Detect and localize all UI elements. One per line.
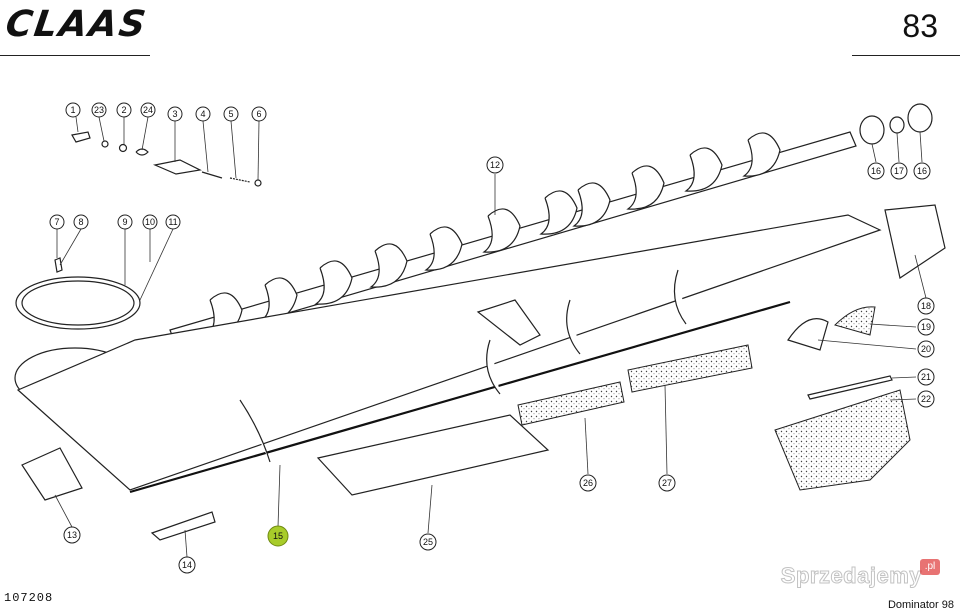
svg-text:9: 9 — [122, 217, 127, 227]
bolt-part-7 — [54, 257, 63, 273]
svg-text:25: 25 — [423, 537, 433, 547]
flange-part-16 — [859, 115, 885, 145]
header-divider — [0, 55, 150, 56]
leader-lines — [54, 116, 927, 558]
svg-text:21: 21 — [921, 372, 931, 382]
svg-text:26: 26 — [583, 478, 593, 488]
nut-part-2 — [118, 143, 128, 153]
svg-text:4: 4 — [200, 109, 205, 119]
callout-15: 15 — [267, 525, 289, 547]
svg-text:27: 27 — [662, 478, 672, 488]
callout-25: 25 — [419, 533, 437, 551]
bearing-part-17 — [889, 116, 905, 134]
callout-16a: 16 — [867, 162, 885, 180]
callout-18: 18 — [917, 297, 935, 315]
svg-text:16: 16 — [871, 166, 881, 176]
svg-text:22: 22 — [921, 394, 931, 404]
end-cover-part-18 — [884, 204, 946, 279]
panel-part-27 — [627, 344, 753, 393]
svg-text:8: 8 — [78, 217, 83, 227]
callout-5: 5 — [223, 106, 239, 122]
chute-part-13 — [21, 447, 83, 501]
svg-text:3: 3 — [172, 109, 177, 119]
callout-3: 3 — [167, 106, 183, 122]
callout-7: 7 — [49, 214, 65, 230]
clip-part-24 — [135, 148, 149, 156]
panel-part-26 — [517, 381, 625, 426]
housing-seam-3 — [566, 299, 581, 355]
callout-14: 14 — [178, 556, 196, 574]
model-name: Dominator 98 — [887, 599, 954, 611]
housing-seam-2 — [486, 339, 501, 395]
page-number: 83 — [902, 8, 938, 44]
svg-text:24: 24 — [143, 105, 153, 115]
nut-part-6 — [254, 179, 262, 187]
svg-text:23: 23 — [94, 105, 104, 115]
panel-part-25 — [316, 414, 550, 496]
callout-20: 20 — [917, 340, 935, 358]
auger-housing — [14, 204, 946, 494]
svg-text:6: 6 — [256, 109, 261, 119]
callout-23: 23 — [91, 102, 107, 118]
ring-part-9-inner — [21, 280, 135, 326]
callout-17: 17 — [890, 162, 908, 180]
plate-part-14 — [150, 511, 216, 541]
drawing-number: 107208 — [4, 591, 54, 605]
pin-part-4 — [201, 171, 223, 179]
callout-19: 19 — [917, 318, 935, 336]
callout-2: 2 — [116, 102, 132, 118]
segment-part-19 — [834, 306, 876, 336]
svg-text:14: 14 — [182, 560, 192, 570]
callout-22: 22 — [917, 390, 935, 408]
callout-4: 4 — [195, 106, 211, 122]
callout-16b: 16 — [913, 162, 931, 180]
bolt-part-1 — [71, 131, 91, 143]
segment-part-20 — [787, 318, 829, 351]
callout-21: 21 — [917, 368, 935, 386]
housing-seam-4 — [673, 269, 687, 325]
svg-text:18: 18 — [921, 301, 931, 311]
callout-8: 8 — [73, 214, 89, 230]
svg-text:15: 15 — [273, 531, 283, 541]
callout-13: 13 — [63, 526, 81, 544]
svg-text:17: 17 — [894, 166, 904, 176]
callout-11: 11 — [165, 214, 181, 230]
housing-bottom-edge — [129, 300, 791, 494]
svg-text:13: 13 — [67, 530, 77, 540]
svg-text:12: 12 — [490, 160, 500, 170]
washer-part-23 — [101, 140, 109, 148]
bracket-part-3 — [152, 159, 202, 175]
callout-10: 10 — [142, 214, 158, 230]
flange-part-16b — [907, 103, 933, 133]
housing-seam-1 — [239, 399, 271, 463]
callout-12: 12 — [486, 156, 504, 174]
svg-text:11: 11 — [168, 217, 177, 227]
svg-text:19: 19 — [921, 322, 931, 332]
svg-text:1: 1 — [70, 105, 75, 115]
housing-bracket — [476, 299, 541, 346]
page-number-divider — [852, 55, 960, 56]
callout-24: 24 — [140, 102, 156, 118]
spring-part-5 — [229, 177, 251, 183]
callout-9: 9 — [117, 214, 133, 230]
callout-1: 1 — [65, 102, 81, 118]
strip-part-21 — [807, 375, 893, 400]
svg-text:5: 5 — [228, 109, 233, 119]
callout-26: 26 — [579, 474, 597, 492]
callout-6: 6 — [251, 106, 267, 122]
watermark-text: Sprzedajemy — [780, 563, 922, 589]
svg-text:7: 7 — [54, 217, 59, 227]
svg-text:2: 2 — [121, 105, 126, 115]
callout-27: 27 — [658, 474, 676, 492]
watermark-badge: .pl — [920, 559, 940, 575]
svg-text:20: 20 — [921, 344, 931, 354]
svg-text:16: 16 — [917, 166, 927, 176]
small-hardware-group — [54, 131, 262, 273]
svg-text:10: 10 — [145, 217, 155, 227]
housing-tube-body — [16, 214, 882, 491]
cover-part-22 — [774, 389, 911, 491]
